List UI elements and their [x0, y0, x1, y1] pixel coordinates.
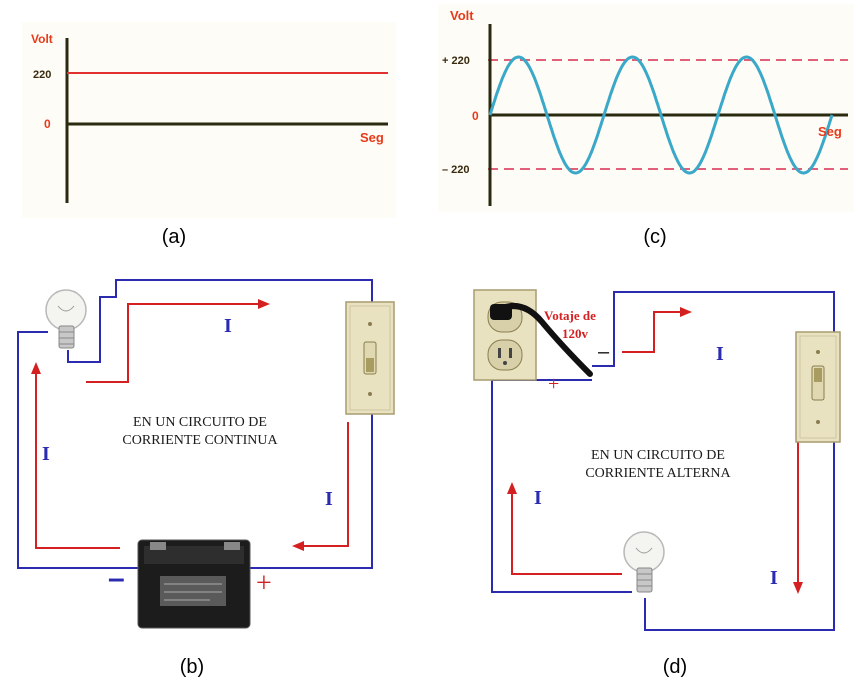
plug-icon [490, 304, 512, 320]
ac-circuit-svg: Votaje de 120v – + I I I EN UN CIRCUITO … [473, 289, 841, 631]
power-cord-icon [495, 303, 593, 377]
current-arrowhead-right [793, 582, 803, 594]
wall-outlet-icon [473, 289, 537, 381]
current-label-right: I [770, 567, 778, 589]
wall-switch-icon [795, 331, 841, 443]
current-arrowhead-right [292, 541, 304, 551]
light-bulb-icon [623, 531, 665, 593]
battery-icon [137, 539, 251, 629]
dc-circuit-text-line2: CORRIENTE CONTINUA [122, 433, 278, 448]
circuit-wire-top-right [592, 291, 835, 631]
negative-terminal-label: – [108, 562, 125, 595]
panel-a-dc-graph: Volt 220 0 Seg [0, 0, 420, 220]
current-label-right: I [325, 488, 333, 510]
dc-circuit-text-line1: EN UN CIRCUITO DE [133, 415, 267, 430]
dc-graph-svg: Volt 220 0 Seg [22, 22, 396, 218]
caption-b: (b) [179, 656, 205, 678]
outlet-minus-label: – [598, 341, 610, 363]
caption-d: (d) [662, 656, 688, 678]
ac-circuit-text-line1: EN UN CIRCUITO DE [591, 448, 725, 463]
positive-terminal-label: + [256, 568, 272, 599]
circuit-wire-left [491, 379, 632, 593]
ac-circuit-text-line2: CORRIENTE ALTERNA [585, 466, 731, 481]
current-path-top [622, 311, 684, 353]
x-axis-label: Seg [360, 130, 384, 145]
current-label-left: I [534, 487, 542, 509]
current-path-left [35, 370, 120, 549]
dc-circuit-svg: I I I EN UN CIRCUITO DE CORRIENTE CONTIN… [17, 279, 395, 629]
tick-label-minus-220: – 220 [442, 164, 470, 176]
tick-label-0: 0 [44, 117, 51, 131]
x-axis-label: Seg [818, 124, 842, 139]
outlet-plus-label: + [548, 373, 559, 395]
panel-d-ac-circuit: Votaje de 120v – + I I I EN UN CIRCUITO … [432, 262, 854, 642]
current-arrowhead-top [258, 299, 270, 309]
voltage-label-line1: Votaje de [544, 308, 596, 323]
circuit-wire-left [17, 331, 140, 569]
panel-c-ac-graph: Volt + 220 0 – 220 Seg [432, 0, 854, 215]
voltage-label-line2: 120v [562, 326, 589, 341]
current-path-top [86, 303, 262, 383]
ac-graph-svg: Volt + 220 0 – 220 Seg [438, 4, 854, 212]
wall-switch-icon [345, 301, 395, 415]
current-label-top: I [716, 343, 724, 365]
current-path-right [300, 422, 349, 547]
panel-b-dc-circuit: I I I EN UN CIRCUITO DE CORRIENTE CONTIN… [0, 262, 420, 642]
tick-label-220: 220 [33, 69, 51, 81]
y-axis-label: Volt [450, 8, 474, 23]
circuit-wire-top-right [67, 279, 373, 569]
graph-background [438, 4, 854, 212]
current-arrowhead-left [31, 362, 41, 374]
current-label-left: I [42, 443, 50, 465]
ac-sine-wave [488, 55, 834, 175]
graph-background [22, 22, 396, 218]
current-path-left [511, 490, 622, 575]
current-arrowhead-top [680, 307, 692, 317]
current-label-top: I [224, 315, 232, 337]
y-axis-label: Volt [31, 32, 53, 46]
caption-a: (a) [161, 226, 187, 248]
current-arrowhead-left [507, 482, 517, 494]
tick-label-0: 0 [472, 109, 479, 123]
light-bulb-icon [45, 289, 87, 349]
tick-label-plus-220: + 220 [442, 55, 470, 67]
caption-c: (c) [643, 226, 667, 248]
